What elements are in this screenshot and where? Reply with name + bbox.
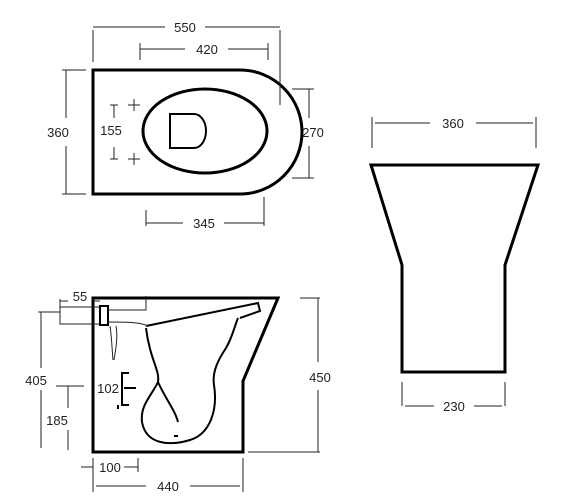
dim-waste-offset: 100	[99, 460, 121, 475]
trapway	[157, 381, 179, 423]
dim-overall-length: 550	[174, 20, 196, 35]
dim-inlet-offset: 55	[73, 289, 87, 304]
fixing-markers	[110, 99, 140, 165]
dim-front-top-width: 360	[442, 116, 464, 131]
dim-base-depth: 440	[157, 479, 179, 494]
side-view-outline	[91, 296, 281, 454]
dim-waste-center: 102	[97, 381, 119, 396]
dim-rear-to-bowl: 345	[193, 216, 215, 231]
side-view: 55 405 185 102 450 100 440	[25, 289, 331, 494]
dim-bowl-width: 270	[302, 125, 324, 140]
top-view-outline	[91, 68, 304, 196]
bowl-rim	[141, 87, 269, 175]
dim-fixing-spacing: 155	[100, 123, 122, 138]
dim-outlet-height: 405	[25, 373, 47, 388]
seat-rim	[145, 301, 262, 327]
dim-overall-width: 360	[47, 125, 69, 140]
top-view: 550 420 360 155 270 345	[47, 20, 324, 231]
waste-bracket	[117, 372, 136, 409]
dim-inner-length: 420	[196, 42, 218, 57]
front-view-outline	[368, 163, 541, 374]
front-view: 360 230	[368, 116, 541, 414]
dim-waste-height: 185	[46, 413, 68, 428]
inlet-pipe	[59, 296, 149, 361]
dim-front-base-width: 230	[443, 399, 465, 414]
dim-overall-height: 450	[309, 370, 331, 385]
side-bowl	[140, 317, 239, 445]
bowl-outlet	[169, 113, 207, 149]
